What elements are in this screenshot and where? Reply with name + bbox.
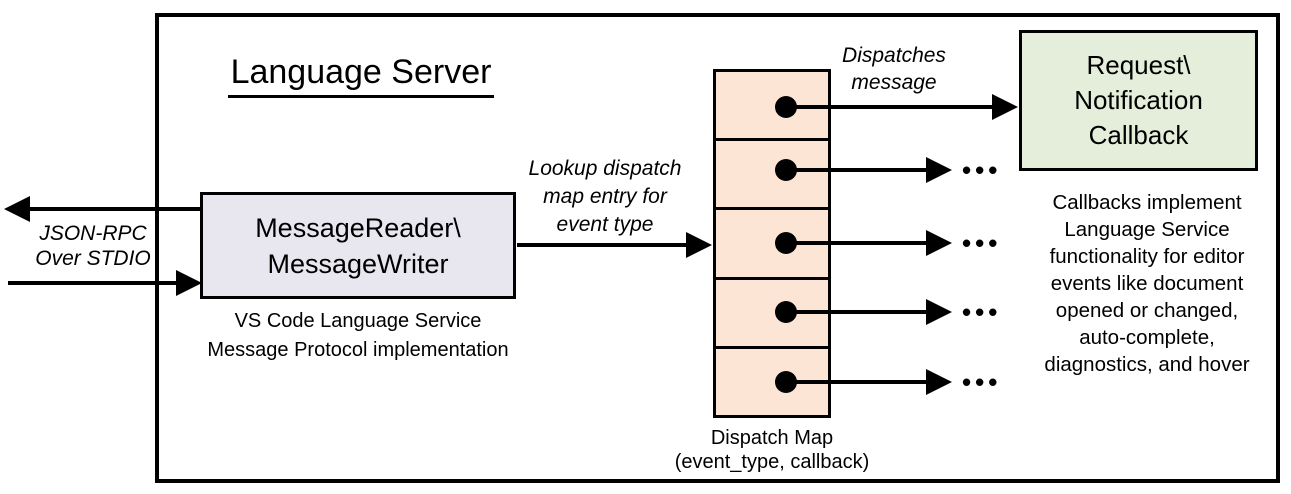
map-label-line-2: (event_type, callback) (674, 451, 870, 473)
dispatches-message-label: Dispatches message (823, 42, 965, 96)
message-box-caption: VS Code Language Service Message Protoco… (192, 307, 524, 365)
note-line-1: Callbacks implement (1052, 191, 1242, 214)
dispatch-map-cell (716, 141, 828, 211)
page-title: Language Server (201, 50, 521, 98)
caption-line-2: Message Protocol implementation (207, 339, 509, 361)
caption-line-1: VS Code Language Service (234, 310, 482, 332)
callback-box-line-1: Request\ (1086, 50, 1191, 80)
ellipsis-marker: ••• (962, 367, 1002, 397)
ellipsis-marker: ••• (962, 297, 1002, 327)
dispatches-line-2: message (851, 71, 937, 94)
lookup-line-3: event type (556, 213, 654, 236)
note-line-6: auto-complete, (1079, 326, 1215, 349)
lookup-line-2: map entry for (543, 185, 667, 208)
dispatch-map-table (713, 69, 831, 418)
dispatch-map-label: Dispatch Map (event_type, callback) (642, 426, 902, 474)
ellipsis-marker: ••• (962, 228, 1002, 258)
note-line-5: opened or changed, (1055, 299, 1239, 322)
dispatch-map-cell (716, 348, 828, 416)
lookup-dispatch-label: Lookup dispatch map entry for event type (513, 155, 697, 239)
message-writer-label: MessageWriter (267, 248, 449, 279)
note-line-2: Language Service (1064, 218, 1230, 241)
request-notification-callback-box: Request\ Notification Callback (1019, 30, 1258, 171)
callback-box-line-2: Notification (1074, 85, 1203, 115)
callbacks-note: Callbacks implement Language Service fun… (1006, 189, 1288, 378)
stdio-line-2: Over STDIO (35, 247, 151, 270)
dispatch-map-cell (716, 279, 828, 349)
note-line-4: events like document (1050, 272, 1244, 295)
callback-box-line-3: Callback (1088, 120, 1189, 150)
ellipsis-marker: ••• (962, 155, 1002, 185)
note-line-3: functionality for editor (1049, 245, 1245, 268)
lookup-line-1: Lookup dispatch (528, 157, 682, 180)
page-title-text: Language Server (227, 50, 495, 98)
stdio-line-1: JSON-RPC (39, 222, 147, 245)
dispatch-map-cell (716, 72, 828, 142)
language-server-outer-box (155, 13, 1280, 483)
json-rpc-stdio-label: JSON-RPC Over STDIO (12, 221, 174, 271)
message-reader-writer-box: MessageReader\ MessageWriter (200, 192, 516, 299)
map-label-line-1: Dispatch Map (710, 427, 834, 449)
message-reader-label: MessageReader\ (255, 212, 461, 243)
dispatch-map-cell (716, 210, 828, 280)
dispatches-line-1: Dispatches (842, 44, 946, 67)
note-line-7: diagnostics, and hover (1044, 353, 1250, 376)
